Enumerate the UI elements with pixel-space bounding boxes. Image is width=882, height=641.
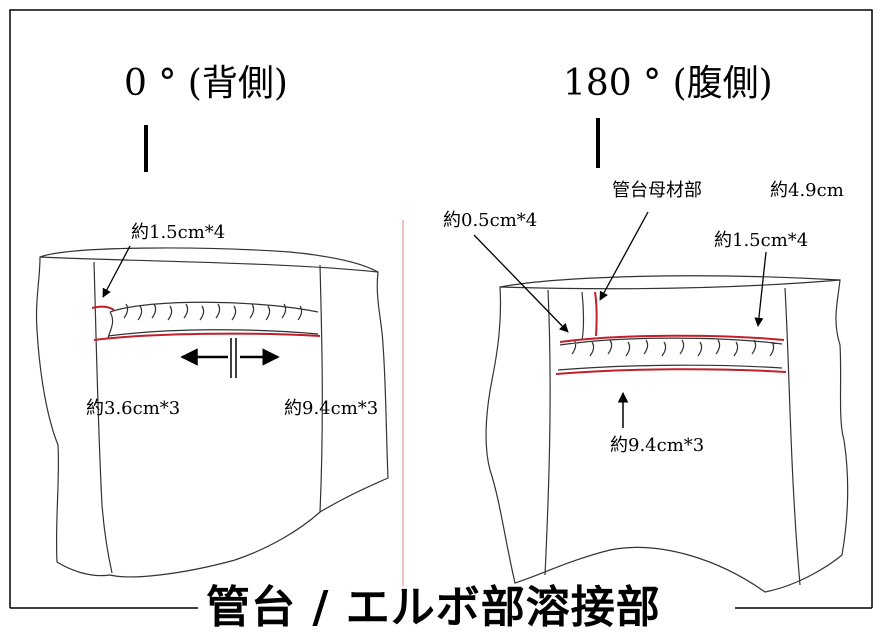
left-inner-right-edge (319, 264, 323, 513)
left-outer-outline (35, 247, 389, 578)
right-inner-left-edge (544, 289, 551, 576)
right-weld-lower-red (555, 368, 787, 375)
right-bottom-callout-label: 約9.4cm*3 (610, 435, 705, 456)
right-base-metal-red (594, 291, 598, 337)
left-inner-left-edge (93, 261, 113, 574)
right-pipe-top-edge (499, 279, 841, 290)
right-inner-right-edge (784, 287, 801, 586)
right-left-callout-label: 約0.5cm*4 (443, 210, 538, 231)
right-left-callout-arrow (473, 234, 569, 333)
left-view-heading: 0 ° (背側) (124, 63, 288, 104)
right-outer-outline (485, 275, 849, 593)
right-view-heading: 180 ° (腹側) (563, 63, 773, 104)
left-bottom-right-label: 約9.4cm*3 (284, 398, 379, 419)
left-bottom-left-label: 約3.6cm*3 (86, 398, 181, 419)
base-metal-size-label: 約4.9cm (770, 180, 844, 201)
left-top-callout-arrow (102, 245, 131, 298)
left-weld-upper-red (91, 305, 115, 311)
left-pipe-top-edge (39, 256, 379, 273)
right-base-metal-line (581, 291, 585, 341)
right-weld-upper-red (559, 334, 785, 343)
right-weld-bead-lower (557, 364, 783, 371)
right-right-callout-arrow (754, 251, 767, 327)
figure-frame (9, 9, 873, 608)
base-metal-label: 管台母材部 (612, 180, 702, 201)
right-base-metal-arrow (599, 211, 649, 301)
left-top-callout-label: 約1.5cm*4 (131, 222, 226, 243)
right-right-callout-label: 約1.5cm*4 (714, 230, 809, 251)
left-span-arrows (180, 338, 280, 378)
left-weld-bead (107, 301, 319, 339)
right-weld-lines (555, 291, 787, 375)
left-weld-lower-red (93, 332, 321, 341)
left-weld-lines (91, 305, 321, 341)
right-weld-bead (559, 337, 783, 357)
left-pipe-sketch (35, 247, 389, 578)
right-pipe-sketch (485, 275, 849, 593)
left-weld-bead-lower (107, 329, 319, 337)
figure-title: 管台 / エルボ部溶接部 (198, 586, 669, 630)
